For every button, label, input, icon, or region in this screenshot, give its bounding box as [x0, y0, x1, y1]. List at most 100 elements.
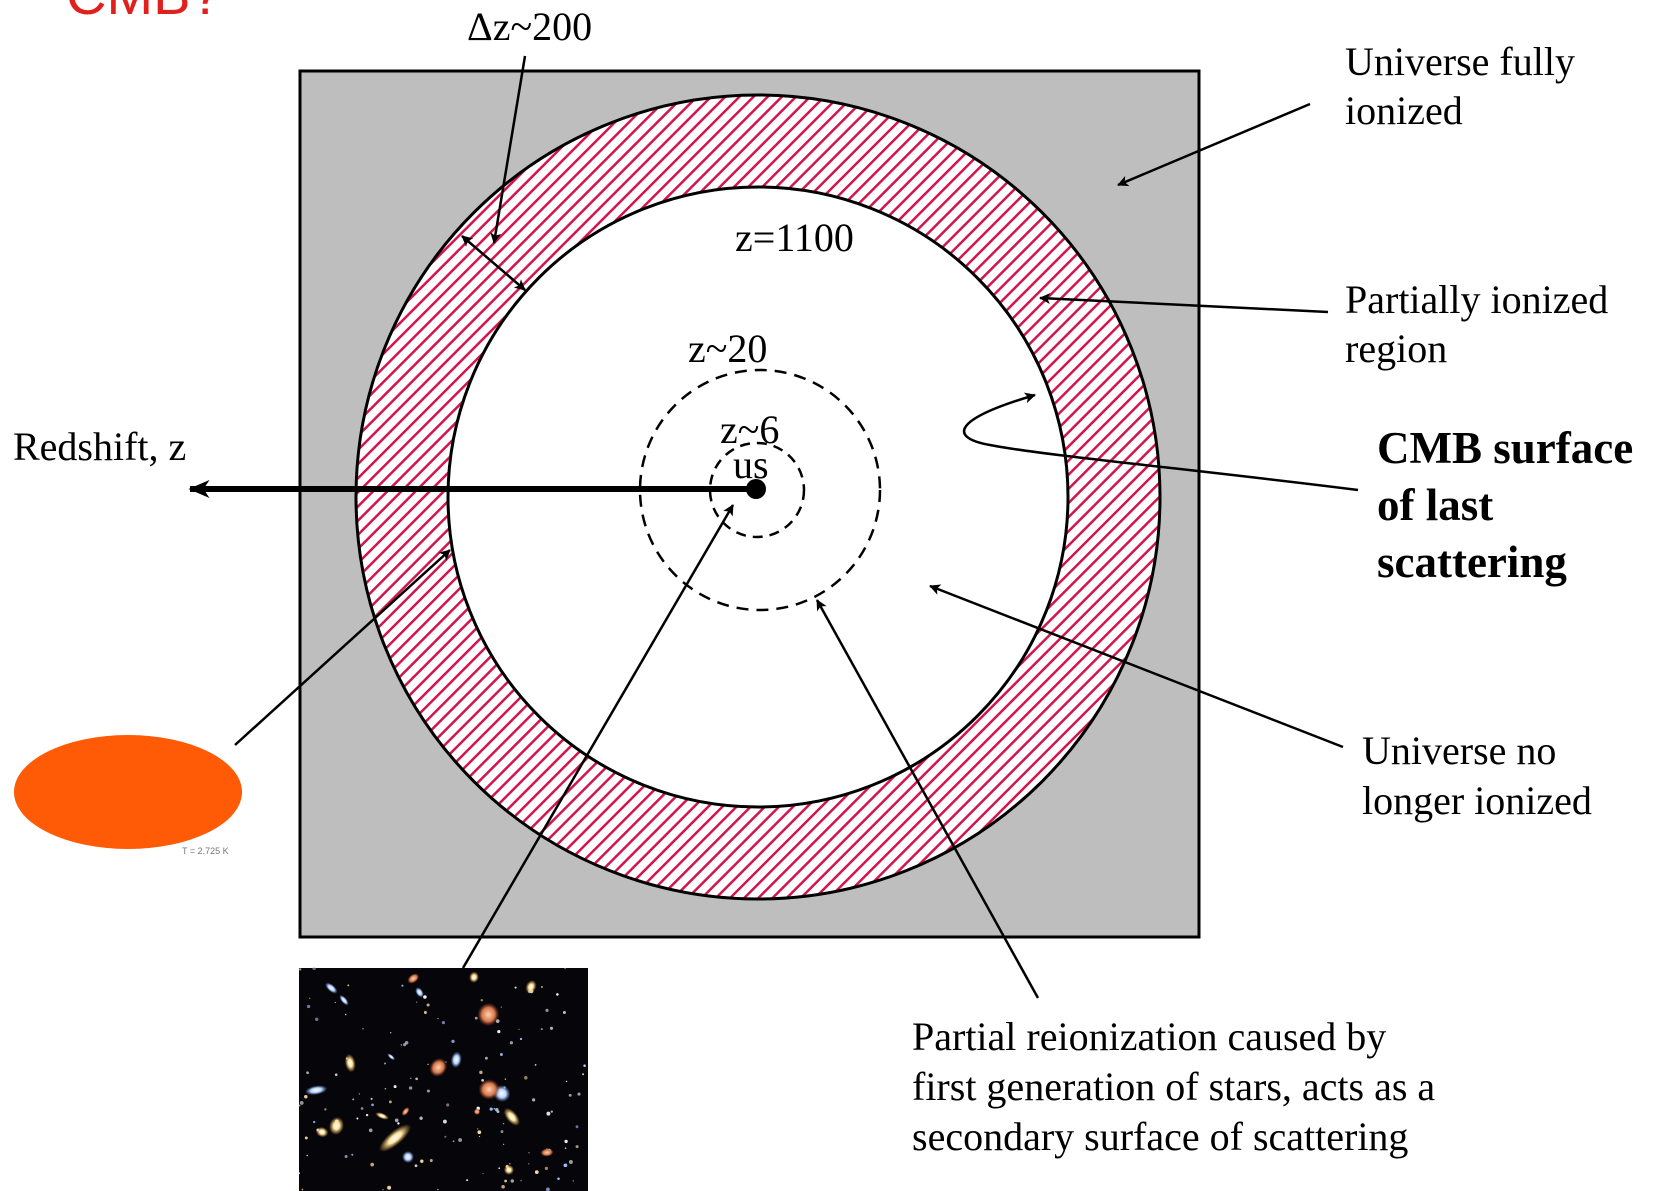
star-dot: [382, 1189, 384, 1191]
star-dot: [497, 1030, 501, 1034]
reionization-label-3: secondary surface of scattering: [912, 1114, 1408, 1159]
cmb-surface-arrow: [962, 392, 1359, 492]
star-dot: [397, 1122, 400, 1125]
star-dot: [500, 1130, 504, 1134]
galaxy-blob: [473, 1108, 481, 1115]
star-dot: [400, 1044, 403, 1046]
star-dot: [298, 1172, 300, 1175]
no-longer-ionized-label-2: longer ionized: [1362, 778, 1592, 823]
star-dot: [568, 1093, 572, 1097]
star-dot: [500, 1006, 503, 1008]
cmb-map-pointer-arrow: [234, 549, 451, 746]
galaxy-blob: [344, 1053, 356, 1073]
star-dot: [384, 1087, 387, 1090]
partially-ionized-label-2: region: [1345, 326, 1447, 371]
star-dot: [324, 1108, 327, 1111]
star-dot: [501, 1185, 505, 1189]
star-dot: [401, 984, 404, 987]
star-dot: [550, 1110, 553, 1113]
star-dot: [419, 1116, 423, 1120]
star-dot: [452, 1140, 455, 1143]
star-dot: [308, 997, 311, 1000]
galaxy-deep-field-icon: [298, 966, 588, 1191]
star-dot: [549, 1026, 554, 1030]
star-dot: [493, 1107, 496, 1110]
us-dot: [746, 479, 766, 499]
star-dot: [442, 1119, 447, 1124]
star-dot: [572, 1180, 574, 1182]
galaxy-blob: [379, 1124, 411, 1152]
star-dot: [583, 1064, 586, 1067]
galaxy-blob: [415, 987, 424, 998]
star-dot: [306, 1071, 309, 1075]
star-dot: [351, 1153, 354, 1156]
galaxy-blob: [339, 994, 349, 1006]
star-dot: [534, 1170, 539, 1174]
delta-z-pointer-arrow: [490, 55, 527, 244]
star-dot: [441, 1021, 445, 1025]
z6-dashed-circle: [708, 441, 806, 539]
cmb-map-icon: [14, 735, 242, 849]
reionization-label-1: Partial reionization caused by: [912, 1014, 1386, 1059]
star-dot: [520, 1180, 522, 1182]
star-dot: [383, 1062, 387, 1065]
redshift-axis-label: Redshift, z: [13, 424, 186, 469]
star-dot: [557, 1177, 560, 1181]
fully-ionized-arrow: [1117, 102, 1311, 187]
star-dot: [370, 1097, 373, 1100]
star-dot: [420, 1159, 424, 1163]
cmb-surface-label-2: of last: [1377, 480, 1493, 530]
star-dot: [502, 1123, 505, 1125]
galaxy-blob: [525, 980, 537, 994]
star-dot: [408, 1086, 413, 1090]
star-dot: [298, 1104, 301, 1107]
star-dot: [564, 1139, 568, 1144]
star-dot: [479, 1070, 483, 1075]
star-dot: [365, 1113, 369, 1117]
star-dot: [427, 1063, 429, 1066]
star-dot: [527, 1162, 530, 1165]
cmb-surface-label-1: CMB surface: [1377, 423, 1633, 473]
star-dot: [477, 1130, 482, 1135]
star-dot: [387, 1185, 392, 1190]
delta-z-label: Δz~200: [467, 4, 592, 49]
star-dot: [304, 1095, 308, 1099]
star-dot: [306, 1154, 308, 1157]
star-dot: [519, 1037, 523, 1041]
star-dot: [480, 998, 484, 1002]
star-dot: [498, 1167, 501, 1170]
star-dot: [562, 1011, 566, 1014]
star-dot: [423, 1011, 427, 1014]
z1100-label: z=1100: [735, 215, 854, 260]
star-dot: [545, 1187, 550, 1191]
star-dot: [531, 1098, 536, 1102]
star-dot: [577, 1092, 581, 1096]
cmb-map-caption: T = 2.725 K: [182, 846, 229, 856]
galaxy-blob: [477, 1002, 500, 1027]
star-dot: [504, 1078, 507, 1080]
star-dot: [301, 1188, 304, 1191]
star-dot: [352, 1098, 355, 1101]
deep-field-pointer-arrow: [461, 504, 735, 969]
star-dot: [499, 1053, 503, 1056]
star-dot: [334, 1073, 338, 1077]
star-dot: [299, 968, 302, 971]
star-dot: [344, 1013, 347, 1016]
galaxy-blob: [540, 1148, 554, 1157]
star-dot: [393, 1085, 397, 1089]
star-dot: [540, 985, 543, 989]
cmb-surface-label-3: scattering: [1377, 537, 1567, 587]
no-longer-ionized-label-1: Universe no: [1362, 728, 1556, 773]
star-dot: [347, 984, 350, 987]
star-dot: [437, 1017, 439, 1020]
star-dot: [540, 1028, 543, 1031]
star-dot: [504, 1179, 507, 1183]
star-dot: [410, 1077, 412, 1080]
star-dot: [371, 1103, 374, 1107]
star-dot: [510, 1179, 514, 1183]
star-dot: [446, 1103, 450, 1107]
fully-ionized-label-2: ionized: [1345, 88, 1463, 133]
z20-label: z~20: [688, 326, 767, 371]
galaxy-blob: [375, 1112, 389, 1120]
